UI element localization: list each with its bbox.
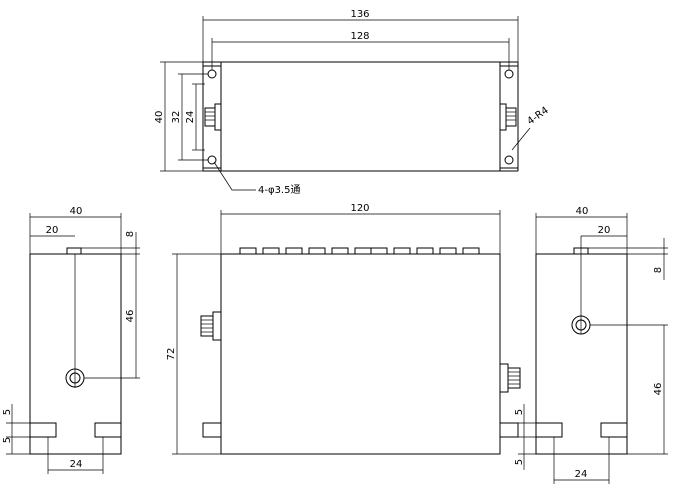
top-body — [220, 61, 501, 172]
dim-length: 120 — [350, 203, 369, 214]
dim-half-width: 20 — [46, 225, 59, 236]
sma-connector-icon — [499, 103, 517, 131]
dim-connector-offset: 24 — [185, 111, 196, 124]
foot — [94, 422, 122, 438]
dim-foot-spacing: 24 — [575, 469, 588, 480]
dim-hole-spacing: 128 — [350, 31, 369, 42]
sma-connector-icon — [499, 363, 521, 393]
dim-foot-spacing: 24 — [70, 459, 83, 470]
dim-connector-height: 46 — [125, 310, 136, 323]
sma-connector-icon — [200, 311, 222, 341]
dim-foot-h2: 5 — [514, 459, 525, 465]
left-view: 40 20 8 46 5 5 24 — [2, 206, 140, 474]
pin — [66, 247, 82, 255]
dim-foot-h2: 5 — [2, 437, 13, 443]
right-flange-foot — [500, 422, 519, 438]
dim-foot-h1: 5 — [514, 409, 525, 415]
dim-foot-h1: 5 — [2, 409, 13, 415]
right-view: 40 20 8 46 5 5 24 — [514, 206, 668, 484]
dim-pin-height: 8 — [653, 267, 664, 273]
dim-width: 40 — [576, 206, 589, 217]
dim-height: 40 — [154, 111, 165, 124]
left-flange — [202, 65, 222, 169]
dim-overall-length: 136 — [350, 9, 369, 20]
dim-connector-height: 46 — [653, 383, 664, 396]
note-corner-radius: 4-R4 — [525, 105, 550, 127]
sma-connector-icon — [204, 103, 222, 131]
dim-width: 40 — [70, 206, 83, 217]
dim-half-width: 20 — [598, 225, 611, 236]
dim-hole-pitch: 32 — [171, 111, 182, 124]
foot — [29, 422, 57, 438]
front-view: 120 72 — [166, 203, 521, 455]
pin-row — [239, 247, 480, 255]
mounting-hole-icon — [504, 155, 514, 165]
left-flange-foot — [202, 422, 221, 438]
dim-pin-height: 8 — [125, 231, 136, 237]
foot — [600, 422, 628, 438]
foot — [535, 422, 563, 438]
front-body — [220, 253, 501, 455]
dim-height: 72 — [166, 348, 177, 361]
right-flange — [499, 65, 519, 169]
top-view: 136 128 40 32 24 4-R4 4-φ3.5通 — [154, 9, 551, 196]
right-body — [535, 253, 628, 455]
left-body — [29, 253, 122, 455]
note-mounting-holes: 4-φ3.5通 — [258, 184, 300, 196]
